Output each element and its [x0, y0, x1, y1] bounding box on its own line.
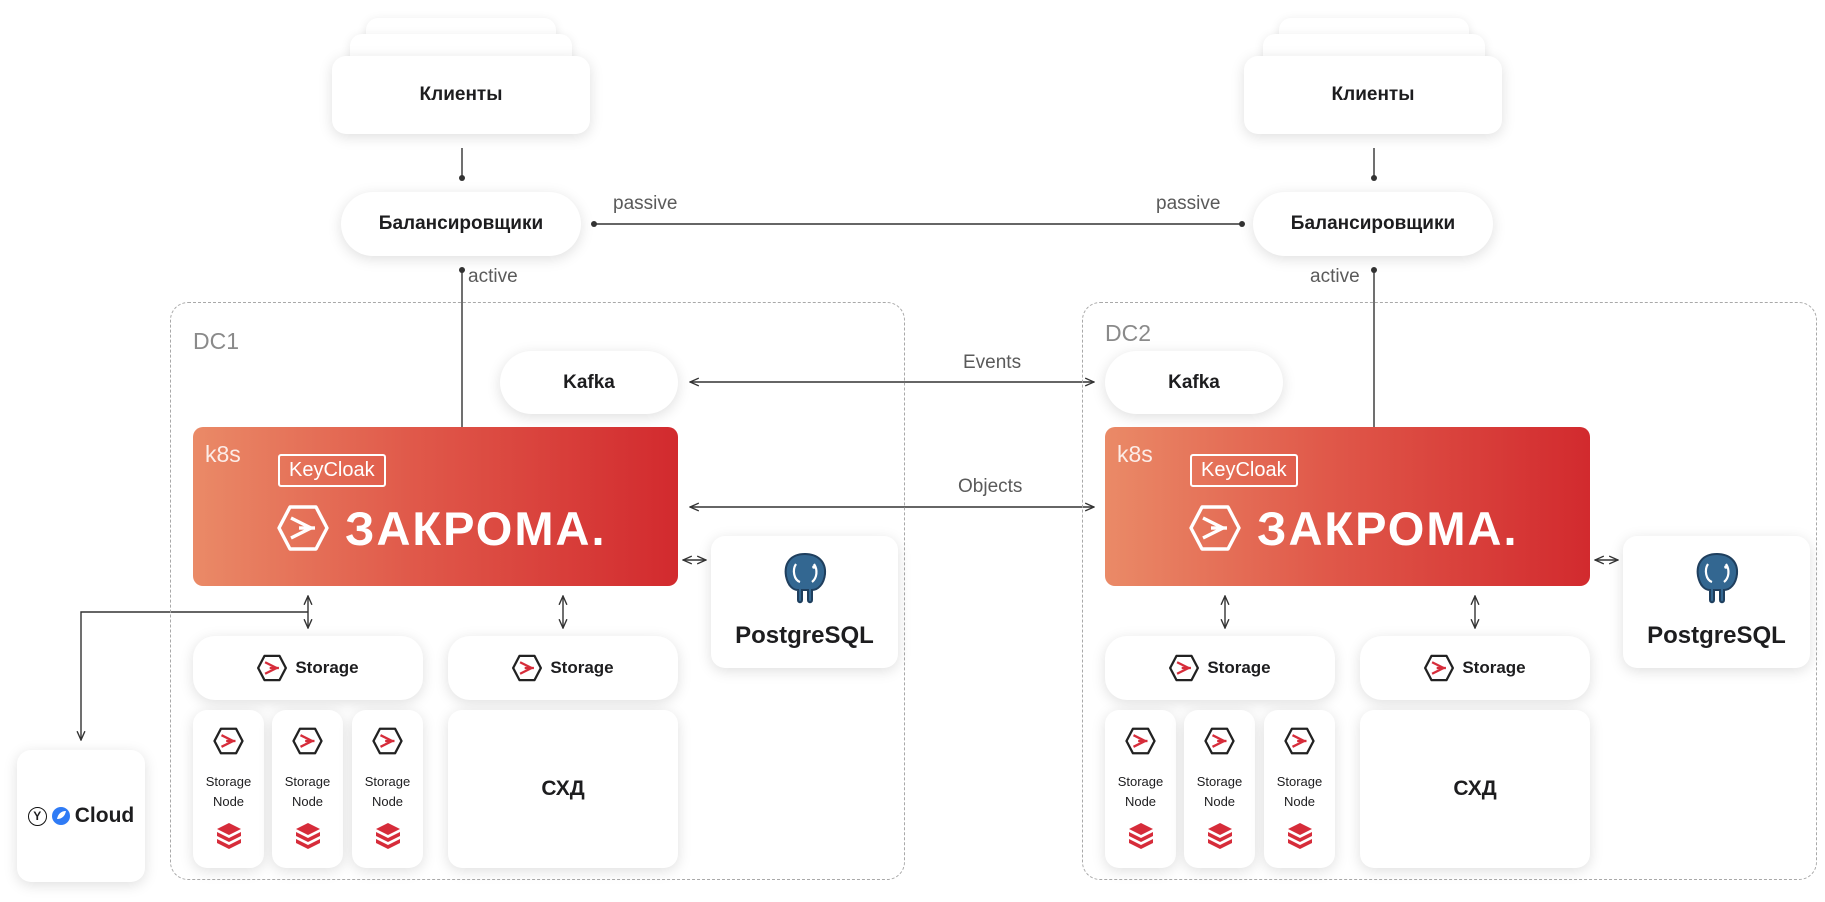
database-stack-icon: [376, 823, 400, 849]
storage-node-2-2: Storage Node: [1184, 710, 1255, 868]
storage-icon: [512, 654, 543, 682]
storage-node-1-2: Storage Node: [272, 710, 343, 868]
storage-icon: [1424, 654, 1455, 682]
postgres-label: PostgreSQL: [1647, 622, 1786, 649]
storage-node-icon: [1284, 727, 1315, 755]
storage-node-label-1: Storage: [1117, 774, 1164, 789]
passive-label-left: passive: [613, 193, 678, 214]
storage-node-icon: [1204, 727, 1235, 755]
storage-box-1a: Storage: [193, 636, 423, 700]
zakroma-logo-icon: [1189, 505, 1241, 551]
keycloak-badge: KeyCloak: [278, 454, 386, 487]
storage-node-label-1: Storage: [284, 774, 331, 789]
clients-label: Клиенты: [419, 84, 503, 105]
shd-label: СХД: [541, 777, 585, 800]
storage-node-icon: [1125, 727, 1156, 755]
dc2-frame: [1082, 302, 1817, 880]
balancer-label: Балансировщики: [378, 213, 544, 234]
yandex-cloud-box: Y Cloud: [17, 750, 145, 882]
shd-box-2: СХД: [1360, 710, 1590, 868]
dc1-label: DC1: [193, 328, 240, 354]
yandex-logo-icon: Y: [27, 806, 47, 826]
k8s-label: k8s: [205, 441, 241, 467]
storage-label: Storage: [1462, 658, 1526, 677]
k8s-label: k8s: [1117, 441, 1153, 467]
storage-node-label-2: Node: [1283, 794, 1316, 809]
clients-label: Клиенты: [1331, 84, 1415, 105]
postgres-elephant-icon: [784, 552, 827, 604]
dc2-label: DC2: [1105, 320, 1152, 346]
events-label: Events: [963, 352, 1022, 373]
kafka-box-2: Kafka: [1105, 351, 1283, 414]
storage-node-label-1: Storage: [1276, 774, 1323, 789]
storage-node-2-1: Storage Node: [1105, 710, 1176, 868]
database-stack-icon: [1288, 823, 1312, 849]
database-stack-icon: [1129, 823, 1153, 849]
objects-label: Objects: [958, 476, 1023, 497]
storage-node-label-1: Storage: [364, 774, 411, 789]
passive-label-right: passive: [1156, 193, 1221, 214]
database-stack-icon: [217, 823, 241, 849]
storage-node-label-1: Storage: [1196, 774, 1243, 789]
storage-node-icon: [292, 727, 323, 755]
k8s-block-1: k8s KeyCloak ЗАКРОМА.: [193, 427, 678, 586]
line-cloud: [81, 611, 308, 740]
balancer-label: Балансировщики: [1290, 213, 1456, 234]
storage-node-1-3: Storage Node: [352, 710, 423, 868]
keycloak-badge: KeyCloak: [1190, 454, 1298, 487]
shd-box-1: СХД: [448, 710, 678, 868]
cloud-label: Cloud: [74, 804, 135, 827]
storage-node-label-2: Node: [371, 794, 404, 809]
storage-node-1-1: Storage Node: [193, 710, 264, 868]
storage-node-label-2: Node: [1124, 794, 1157, 809]
cloud-logo-icon: [51, 807, 70, 825]
dc1-frame: [170, 302, 905, 880]
storage-node-label-2: Node: [212, 794, 245, 809]
postgres-box-2: PostgreSQL: [1623, 536, 1810, 668]
kafka-box-1: Kafka: [500, 351, 678, 414]
storage-box-2a: Storage: [1105, 636, 1335, 700]
zakroma-brand: ЗАКРОМА.: [345, 502, 607, 555]
storage-node-label-2: Node: [1203, 794, 1236, 809]
storage-node-icon: [372, 727, 403, 755]
storage-icon: [1169, 654, 1200, 682]
active-label-left: active: [468, 266, 518, 287]
balancer-1: Балансировщики: [341, 192, 581, 256]
clients-box-2: Клиенты: [1244, 56, 1502, 134]
database-stack-icon: [296, 823, 320, 849]
storage-label: Storage: [295, 658, 359, 677]
storage-box-2b: Storage: [1360, 636, 1590, 700]
storage-node-label-1: Storage: [205, 774, 252, 789]
storage-icon: [257, 654, 288, 682]
active-label-right: active: [1310, 266, 1360, 287]
kafka-label: Kafka: [1168, 371, 1220, 393]
postgres-elephant-icon: [1696, 552, 1739, 604]
balancer-2: Балансировщики: [1253, 192, 1493, 256]
storage-label: Storage: [550, 658, 614, 677]
storage-node-label-2: Node: [291, 794, 324, 809]
storage-label: Storage: [1207, 658, 1271, 677]
postgres-label: PostgreSQL: [735, 622, 874, 649]
zakroma-logo-icon: [277, 505, 329, 551]
zakroma-brand: ЗАКРОМА.: [1257, 502, 1519, 555]
storage-node-2-3: Storage Node: [1264, 710, 1335, 868]
postgres-box-1: PostgreSQL: [711, 536, 898, 668]
shd-label: СХД: [1453, 777, 1497, 800]
kafka-label: Kafka: [563, 371, 615, 393]
database-stack-icon: [1208, 823, 1232, 849]
k8s-block-2: k8s KeyCloak ЗАКРОМА.: [1105, 427, 1590, 586]
storage-node-icon: [213, 727, 244, 755]
clients-box-1: Клиенты: [332, 56, 590, 134]
storage-box-1b: Storage: [448, 636, 678, 700]
